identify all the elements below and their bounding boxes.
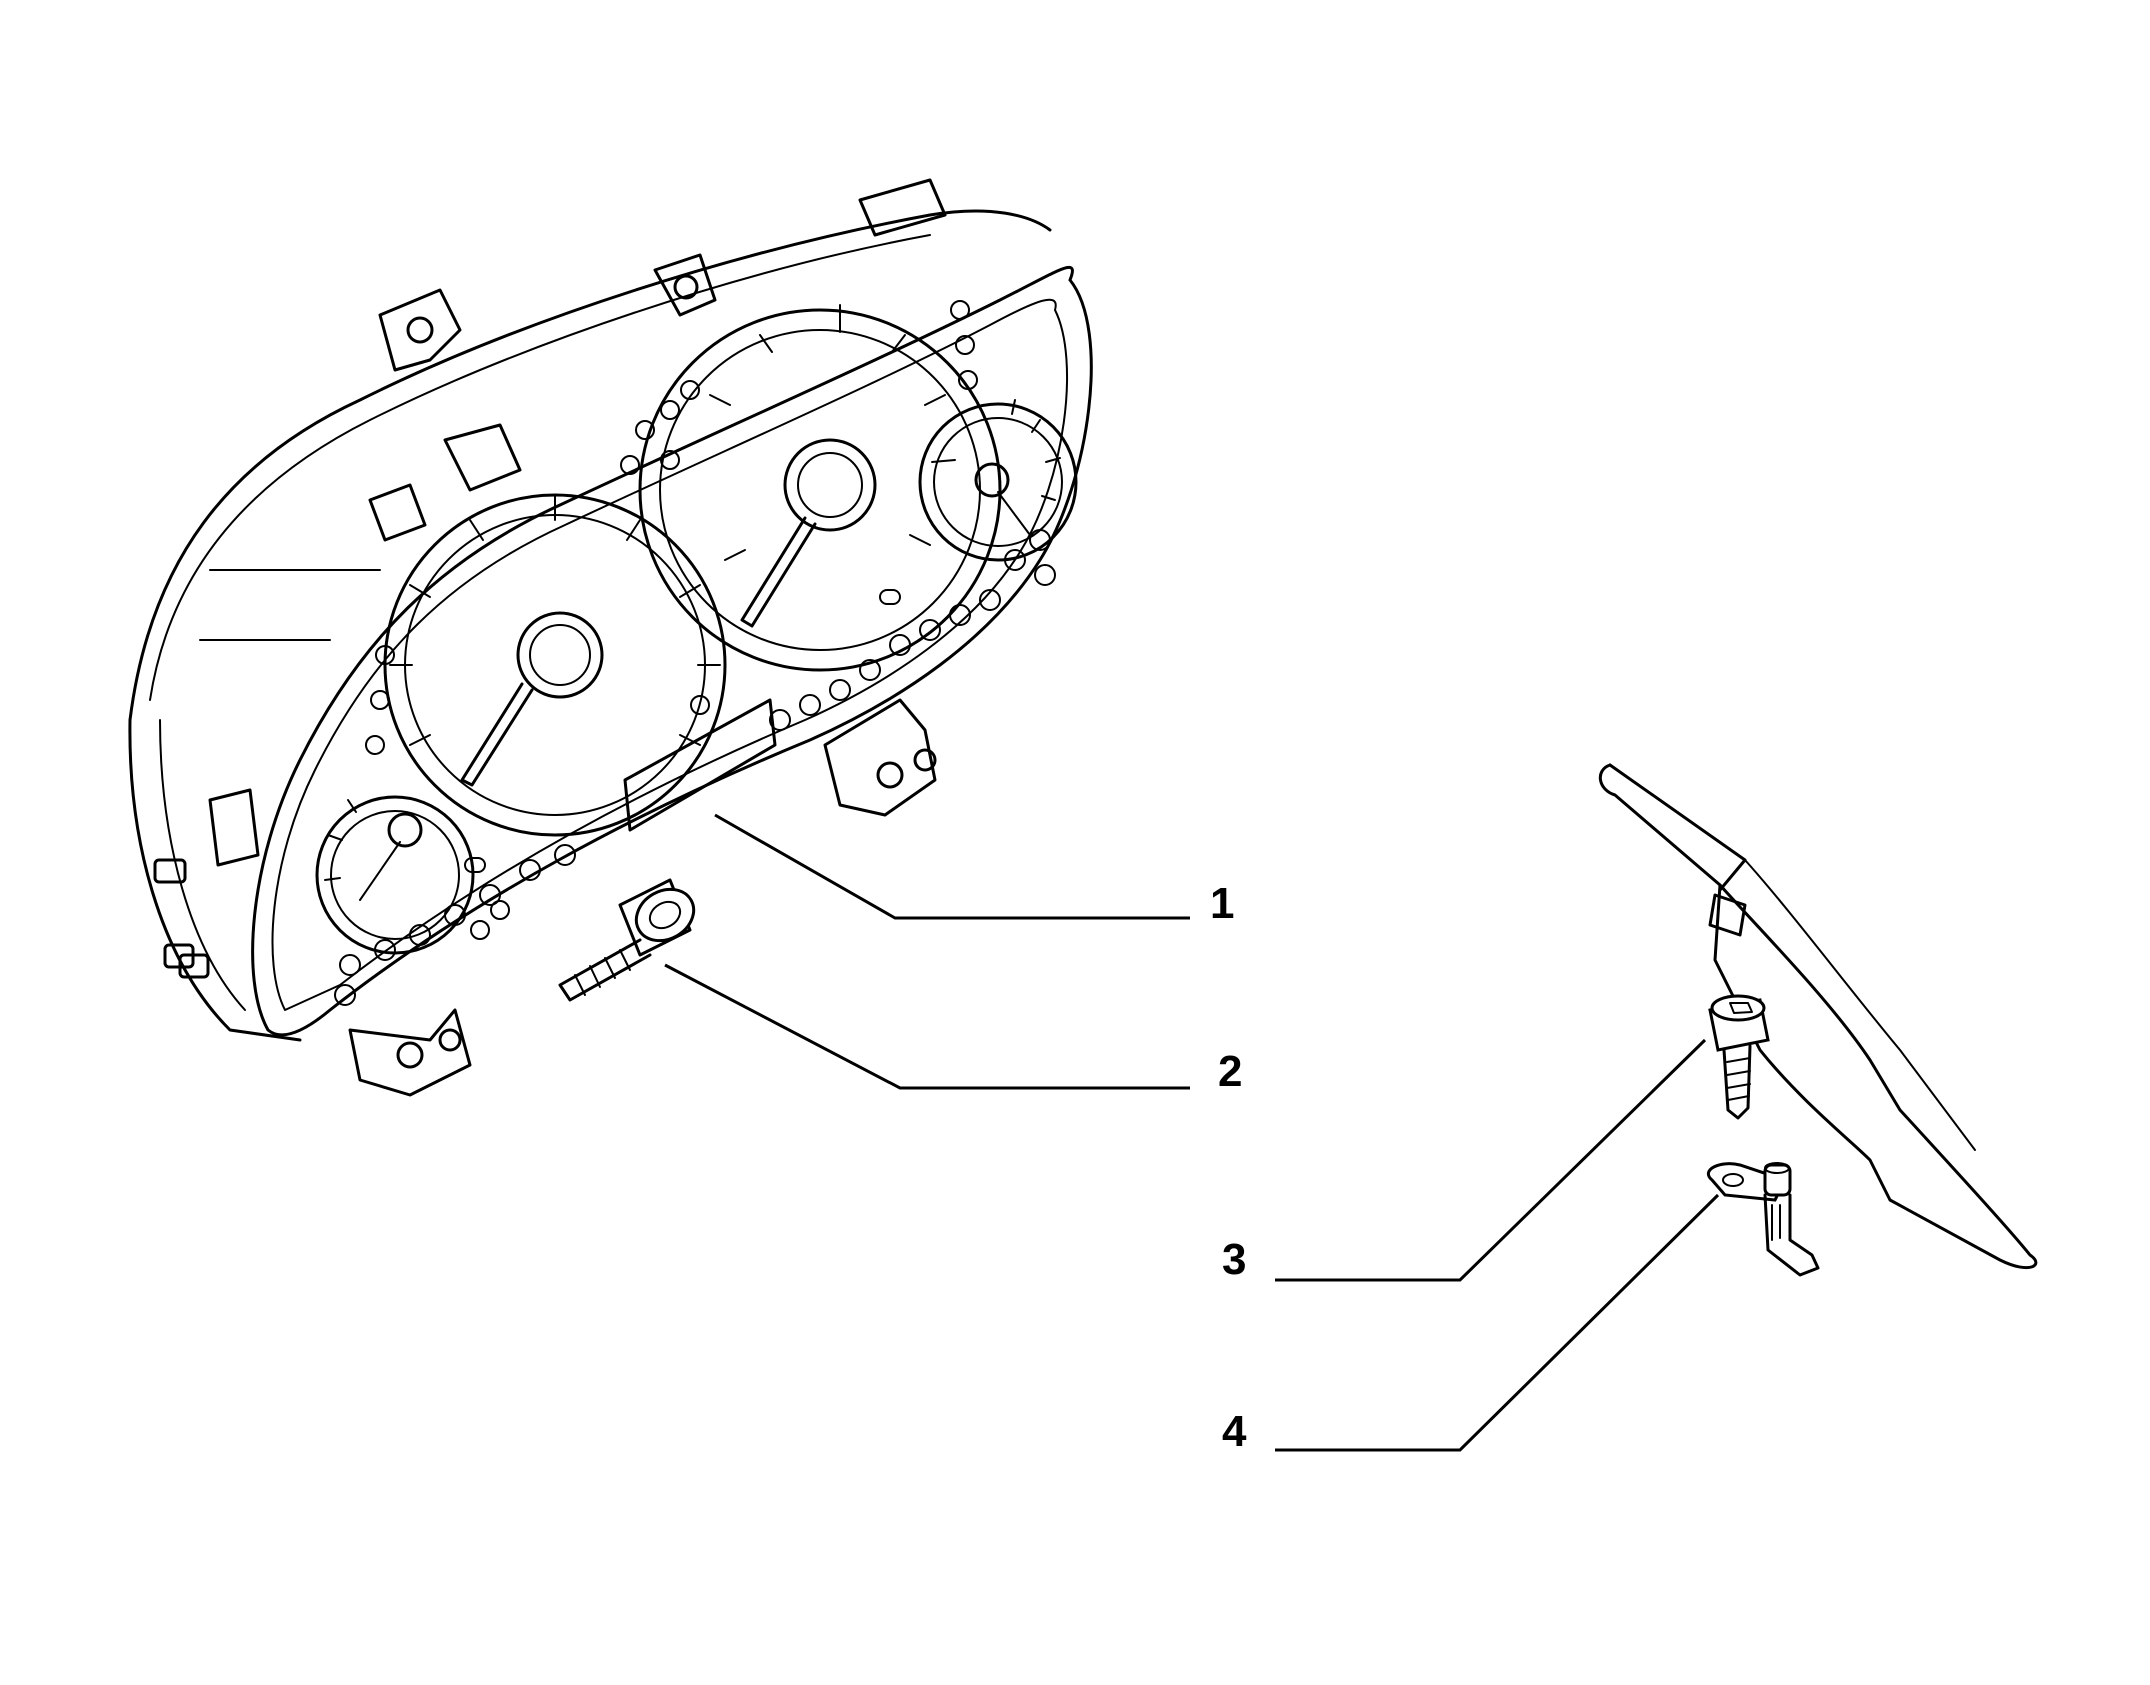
bracket-clip-icon (1707, 1162, 1820, 1277)
leader-lines (664, 813, 1720, 1452)
leader-line-3 (1275, 1038, 1707, 1282)
leader-line-2 (664, 963, 1190, 1090)
leader-line-4 (1275, 1193, 1720, 1452)
leader-line-1 (714, 813, 1190, 920)
callout-number-1: 1 (1210, 879, 1235, 928)
handbrake-lever-icon (1599, 763, 2038, 1270)
socket-head-screw-icon (558, 878, 696, 1002)
callout-number-2: 2 (1218, 1047, 1243, 1096)
callout-number-4: 4 (1222, 1407, 1247, 1456)
self-tapping-screw-icon (1708, 994, 1770, 1120)
callout-number-3: 3 (1222, 1235, 1247, 1284)
instrument-cluster-icon (128, 178, 1093, 1097)
